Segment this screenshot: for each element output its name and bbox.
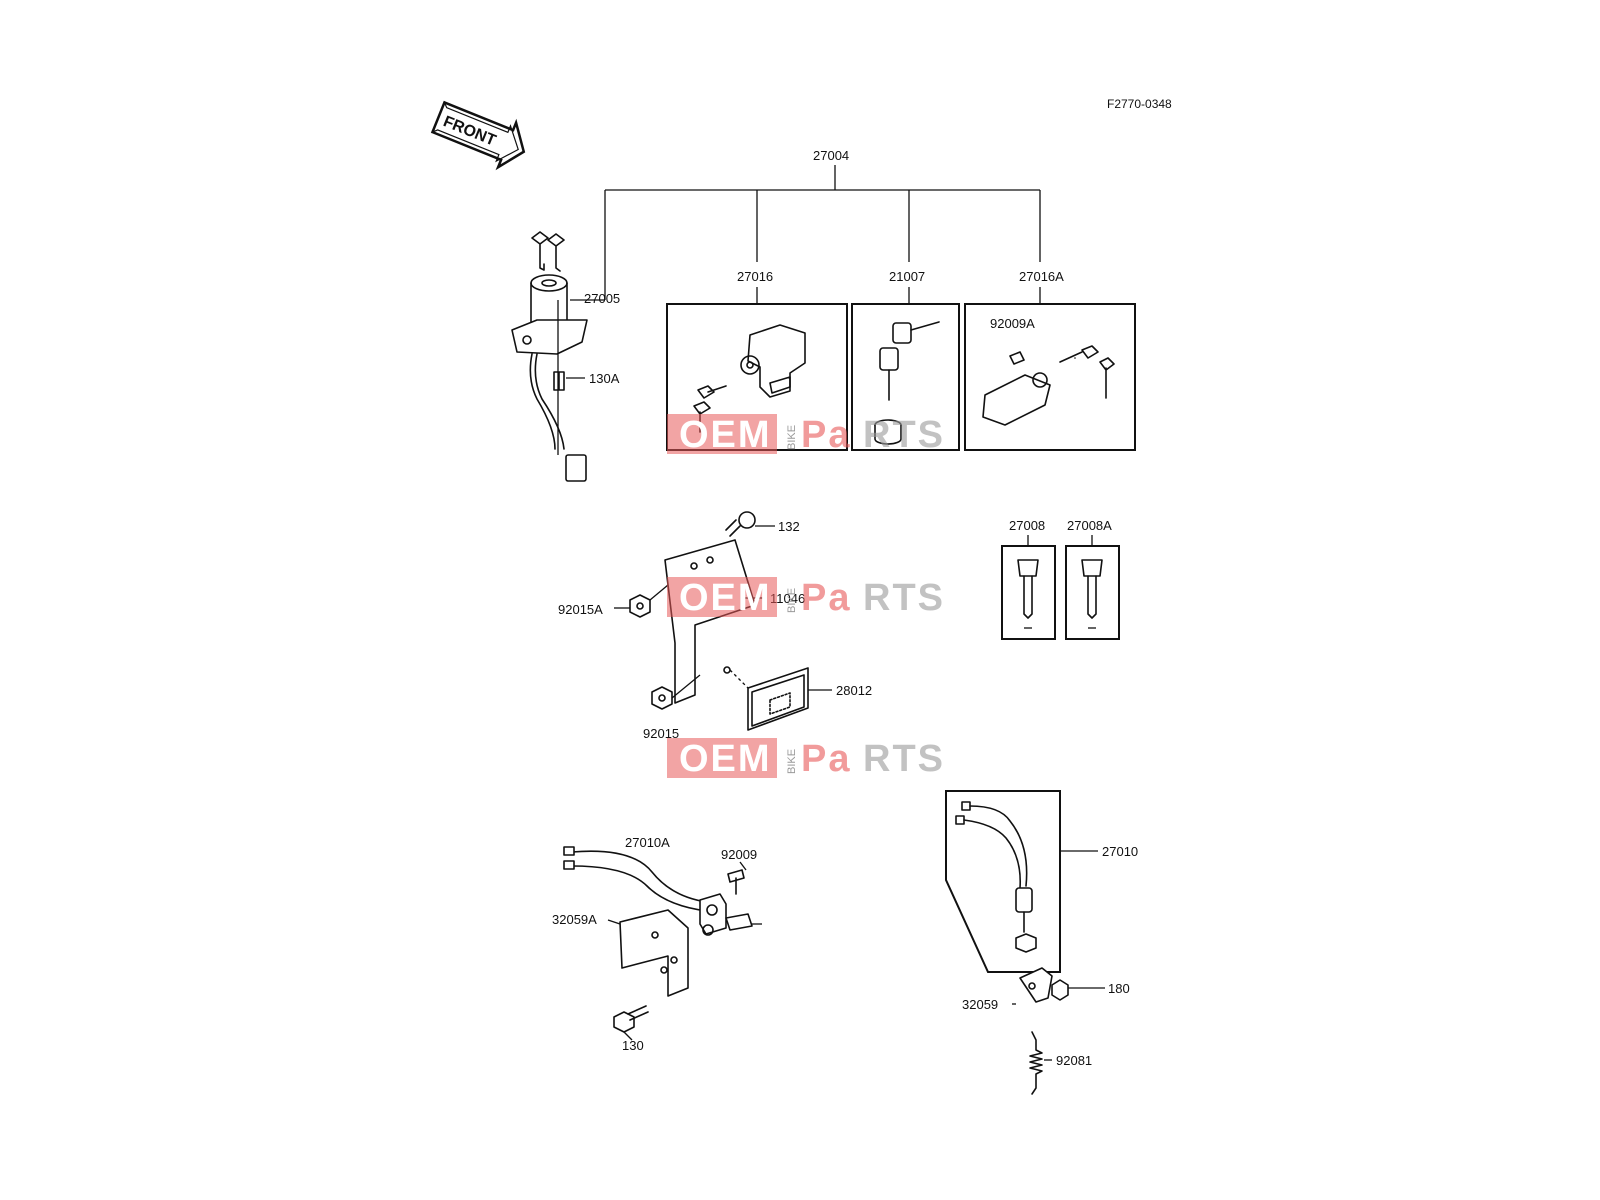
part-label-92015A: 92015A	[558, 602, 603, 617]
part-label-27010A: 27010A	[625, 835, 670, 850]
helmet-lock	[982, 345, 1115, 426]
part-label-130: 130	[622, 1038, 644, 1053]
side-stand-switch-assembly	[563, 846, 762, 1041]
brake-switch-assembly	[955, 801, 1105, 1095]
front-arrow-icon: FRONT	[430, 100, 526, 171]
watermark-rts: RTS	[863, 414, 945, 456]
part-label-27008: 27008	[1009, 518, 1045, 533]
watermark-oem: OEM	[679, 738, 772, 780]
watermark-bike: BIKE	[786, 425, 798, 450]
part-label-92081: 92081	[1056, 1053, 1092, 1068]
part-label-27004: 27004	[813, 148, 849, 163]
figure-code: F2770-0348	[1107, 97, 1172, 111]
blank-key-27008	[1017, 559, 1039, 629]
part-label-11046: 11046	[770, 591, 805, 606]
watermark-pa: Pa	[801, 577, 851, 619]
part-label-27010: 27010	[1102, 844, 1138, 859]
watermark-rts: RTS	[863, 738, 945, 780]
part-label-27016A: 27016A	[1019, 269, 1064, 284]
part-label-92009A: 92009A	[990, 316, 1035, 331]
watermark-oem: OEM	[679, 577, 772, 619]
part-label-180: 180	[1108, 981, 1130, 996]
part-label-28012: 28012	[836, 683, 872, 698]
part-label-92009: 92009	[721, 847, 757, 862]
seat-lock	[693, 324, 806, 433]
part-box-21007	[851, 303, 960, 451]
watermark: OEM BIKE Pa RTS	[667, 577, 945, 619]
part-label-32059: 32059	[962, 997, 998, 1012]
part-label-27016: 27016	[737, 269, 773, 284]
watermark: OEM BIKE Pa RTS	[667, 738, 945, 780]
part-label-92015: 92015	[643, 726, 679, 741]
watermark-bike: BIKE	[786, 588, 798, 613]
ignition-switch	[511, 231, 588, 482]
part-box-27016A	[964, 303, 1136, 451]
part-label-32059A: 32059A	[552, 912, 597, 927]
fuel-cap-lock	[874, 321, 940, 445]
blank-key-27008A	[1081, 559, 1103, 629]
part-label-27008A: 27008A	[1067, 518, 1112, 533]
part-box-27010	[945, 790, 1061, 973]
watermark-rts: RTS	[863, 577, 945, 619]
part-label-21007: 21007	[889, 269, 925, 284]
part-label-132: 132	[778, 519, 800, 534]
watermark-oem: OEM	[679, 414, 772, 456]
watermark-pa: Pa	[801, 414, 851, 456]
part-label-27005: 27005	[584, 291, 620, 306]
part-label-130A: 130A	[589, 371, 620, 386]
watermark: OEM BIKE Pa RTS	[667, 414, 945, 456]
set-bracket-27004: 27004	[570, 148, 1041, 301]
watermark-pa: Pa	[801, 738, 851, 780]
watermark-bike: BIKE	[786, 749, 798, 774]
reflector-bracket	[614, 511, 832, 731]
